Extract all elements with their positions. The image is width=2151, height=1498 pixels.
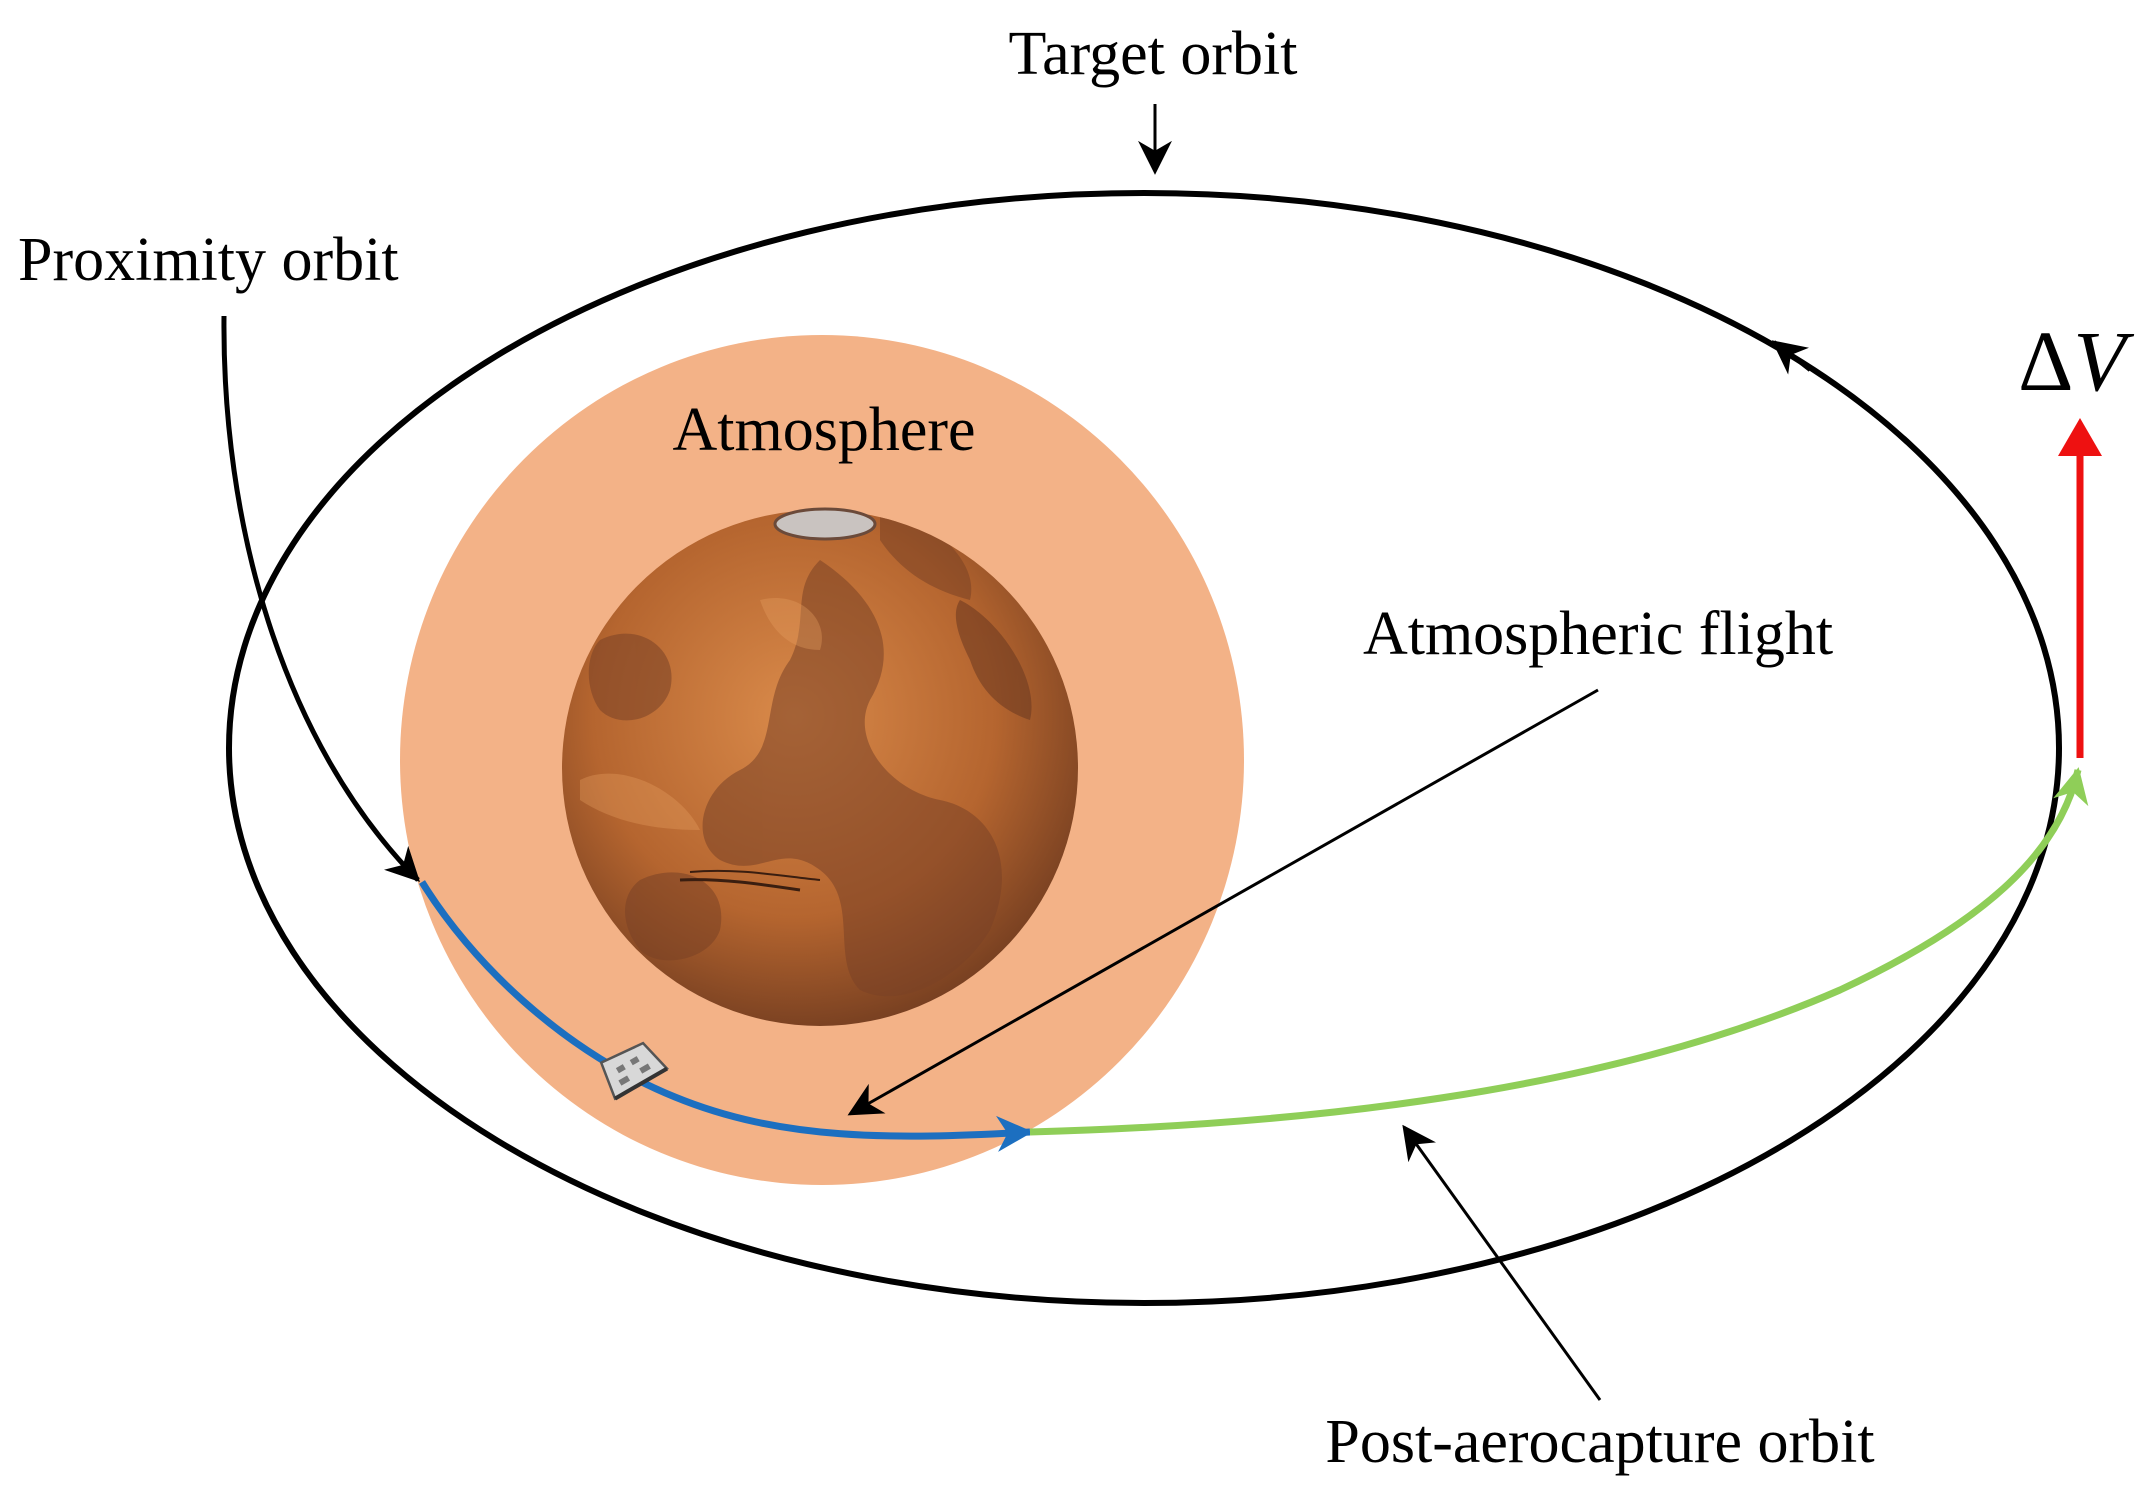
post-aerocapture-pointer [1402,1124,1602,1401]
label-post-aerocapture-orbit: Post-aerocapture orbit [1325,1408,1874,1476]
polar-ice-cap [773,507,877,541]
target-orbit-path [226,190,2062,1306]
label-proximity-orbit: Proximity orbit [18,226,399,294]
atmospheric-flight-path [419,880,1033,1152]
label-target-orbit: Target orbit [1009,20,1298,88]
proximity-orbit-pointer [221,315,420,883]
post-aerocapture-path [1029,767,2089,1136]
delta-v-arrowhead [2058,418,2102,456]
delta-v-variable: V [2073,313,2134,409]
atmospheric-flight-pointer [847,688,1599,1116]
delta-v-symbol: Δ [2018,313,2073,409]
spacecraft-icon [599,1041,669,1101]
label-delta-v: ΔV [2018,313,2134,409]
orbit-direction-arrowhead [1771,340,1812,375]
label-atmospheric-flight: Atmospheric flight [1363,600,1833,668]
mars-planet [562,507,1078,1026]
label-atmosphere: Atmosphere [672,396,975,464]
